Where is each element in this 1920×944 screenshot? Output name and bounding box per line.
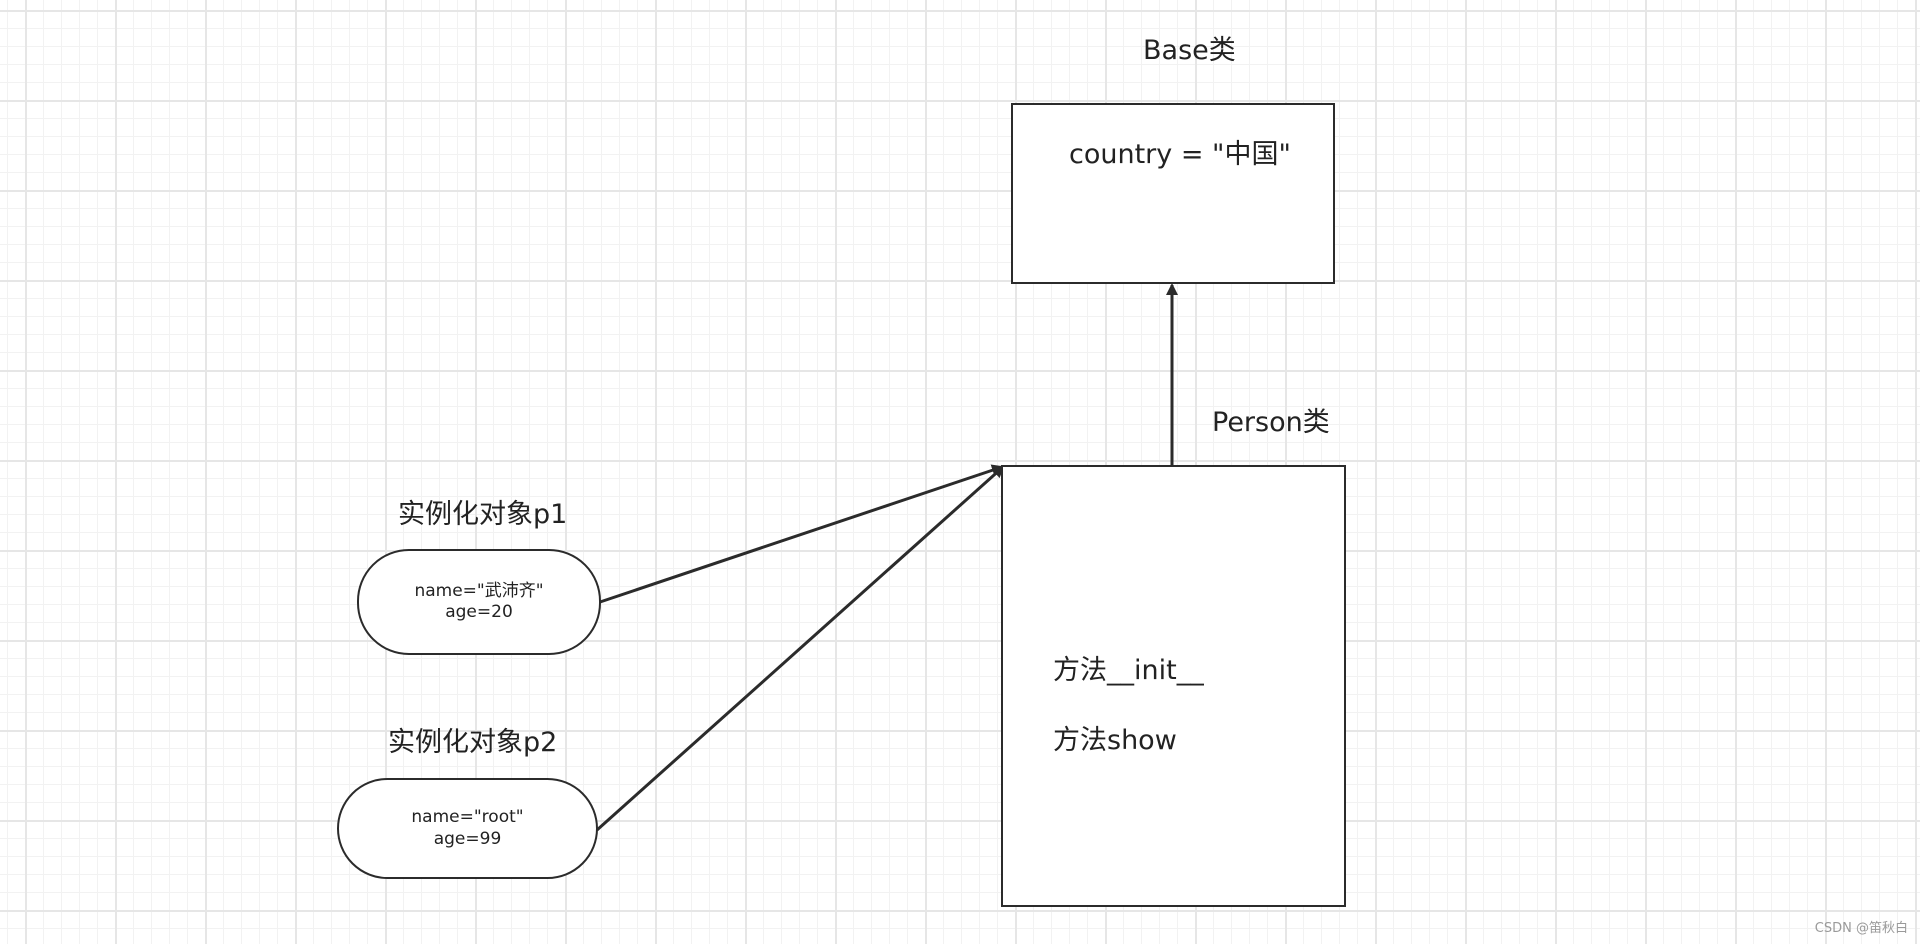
p2-instance-arrow bbox=[596, 465, 1005, 832]
instance-p1-node[interactable]: name="武沛齐" age=20 bbox=[357, 549, 601, 655]
base-class-attribute: country = "中国" bbox=[1069, 139, 1291, 170]
base-class-title: Base类 bbox=[1143, 35, 1236, 66]
instance-p2-node[interactable]: name="root" age=99 bbox=[337, 778, 598, 879]
person-method-show: 方法show bbox=[1053, 725, 1177, 756]
instance-p1-name: name="武沛齐" bbox=[414, 580, 544, 601]
instance-p2-age: age=99 bbox=[433, 828, 502, 849]
instance-p1-title: 实例化对象p1 bbox=[398, 499, 568, 530]
watermark-text: CSDN @笛秋白 bbox=[1814, 921, 1908, 936]
instance-p2-title: 实例化对象p2 bbox=[388, 727, 558, 758]
instance-p1-age: age=20 bbox=[445, 602, 513, 622]
person-class-title: Person类 bbox=[1212, 407, 1330, 438]
instance-p2-name: name="root" bbox=[411, 807, 524, 828]
person-class-box[interactable]: 方法__init__ 方法show bbox=[1001, 465, 1346, 907]
person-method-init: 方法__init__ bbox=[1053, 655, 1204, 686]
base-class-box[interactable]: country = "中国" bbox=[1011, 103, 1335, 284]
p1-instance-arrow bbox=[599, 464, 1004, 604]
